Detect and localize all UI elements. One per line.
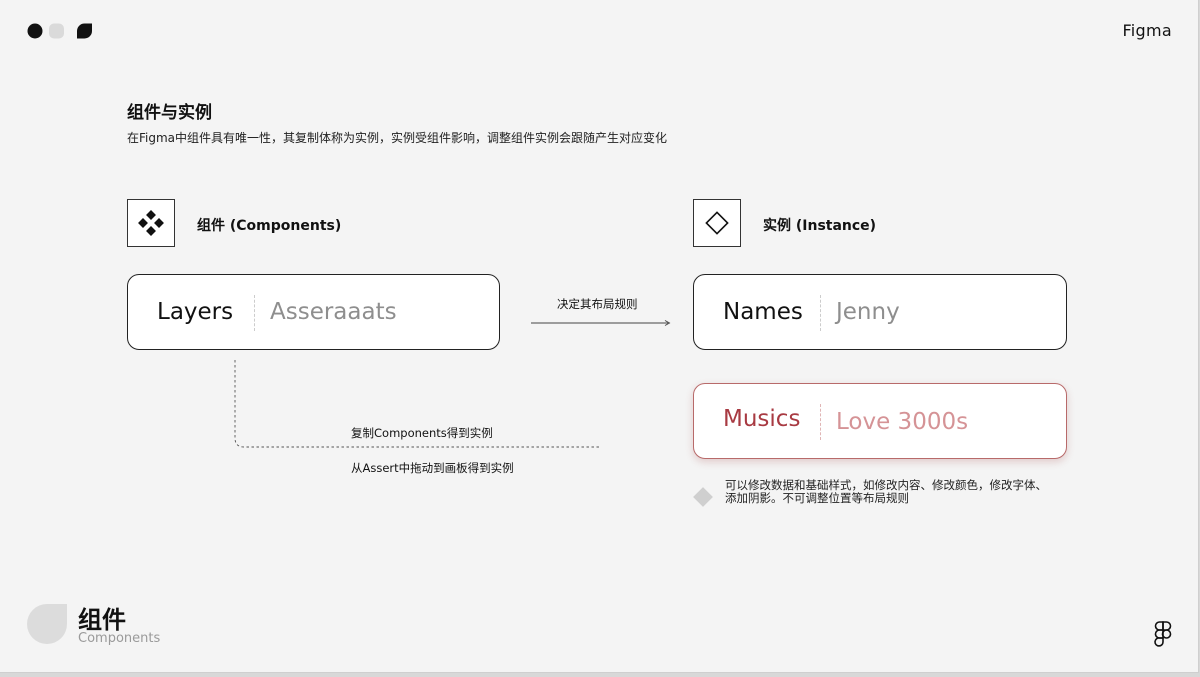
copy-label-top: 复制Components得到实例 bbox=[351, 426, 493, 440]
arrow-label: 决定其布局规则 bbox=[557, 297, 638, 311]
footer-leaf-icon bbox=[27, 604, 67, 644]
instance-card-value: Jenny bbox=[836, 299, 900, 325]
component-icon bbox=[138, 210, 164, 236]
figma-logo-icon bbox=[1154, 621, 1172, 647]
component-card-key: Layers bbox=[157, 299, 234, 325]
instance-card[interactable]: Names Jenny bbox=[693, 274, 1067, 350]
brand-label: Figma bbox=[1122, 21, 1172, 40]
instance-icon-box bbox=[693, 199, 741, 247]
copy-connector bbox=[234, 360, 600, 448]
copy-label-bottom: 从Assert中拖动到画板得到实例 bbox=[351, 461, 514, 475]
styled-card-value: Love 3000s bbox=[836, 409, 969, 435]
card-divider bbox=[820, 404, 821, 440]
window-dots-icon bbox=[27, 23, 92, 39]
section-title: 组件与实例 bbox=[127, 103, 212, 123]
component-icon-box bbox=[127, 199, 175, 247]
components-label: 组件 (Components) bbox=[197, 218, 342, 234]
component-card[interactable]: Layers Asseraaats bbox=[127, 274, 500, 350]
instance-icon bbox=[705, 211, 729, 235]
instance-label: 实例 (Instance) bbox=[763, 218, 877, 234]
styled-card-key: Musics bbox=[723, 406, 801, 432]
arrow-right-icon bbox=[531, 320, 671, 326]
card-divider bbox=[820, 295, 821, 331]
section-subtitle: 在Figma中组件具有唯一性，其复制体称为实例，实例受组件影响，调整组件实例会跟… bbox=[127, 131, 668, 145]
footer-subtitle: Components bbox=[78, 631, 161, 646]
instance-card-key: Names bbox=[723, 299, 803, 325]
component-card-value: Asseraaats bbox=[270, 299, 397, 325]
note-text: 可以修改数据和基础样式，如修改内容、修改颜色，修改字体、添加阴影。不可调整位置等… bbox=[725, 478, 1047, 505]
card-divider bbox=[254, 295, 255, 331]
footer-title: 组件 bbox=[78, 606, 126, 634]
diamond-icon bbox=[693, 487, 713, 507]
styled-instance-card[interactable]: Musics Love 3000s bbox=[693, 383, 1067, 459]
